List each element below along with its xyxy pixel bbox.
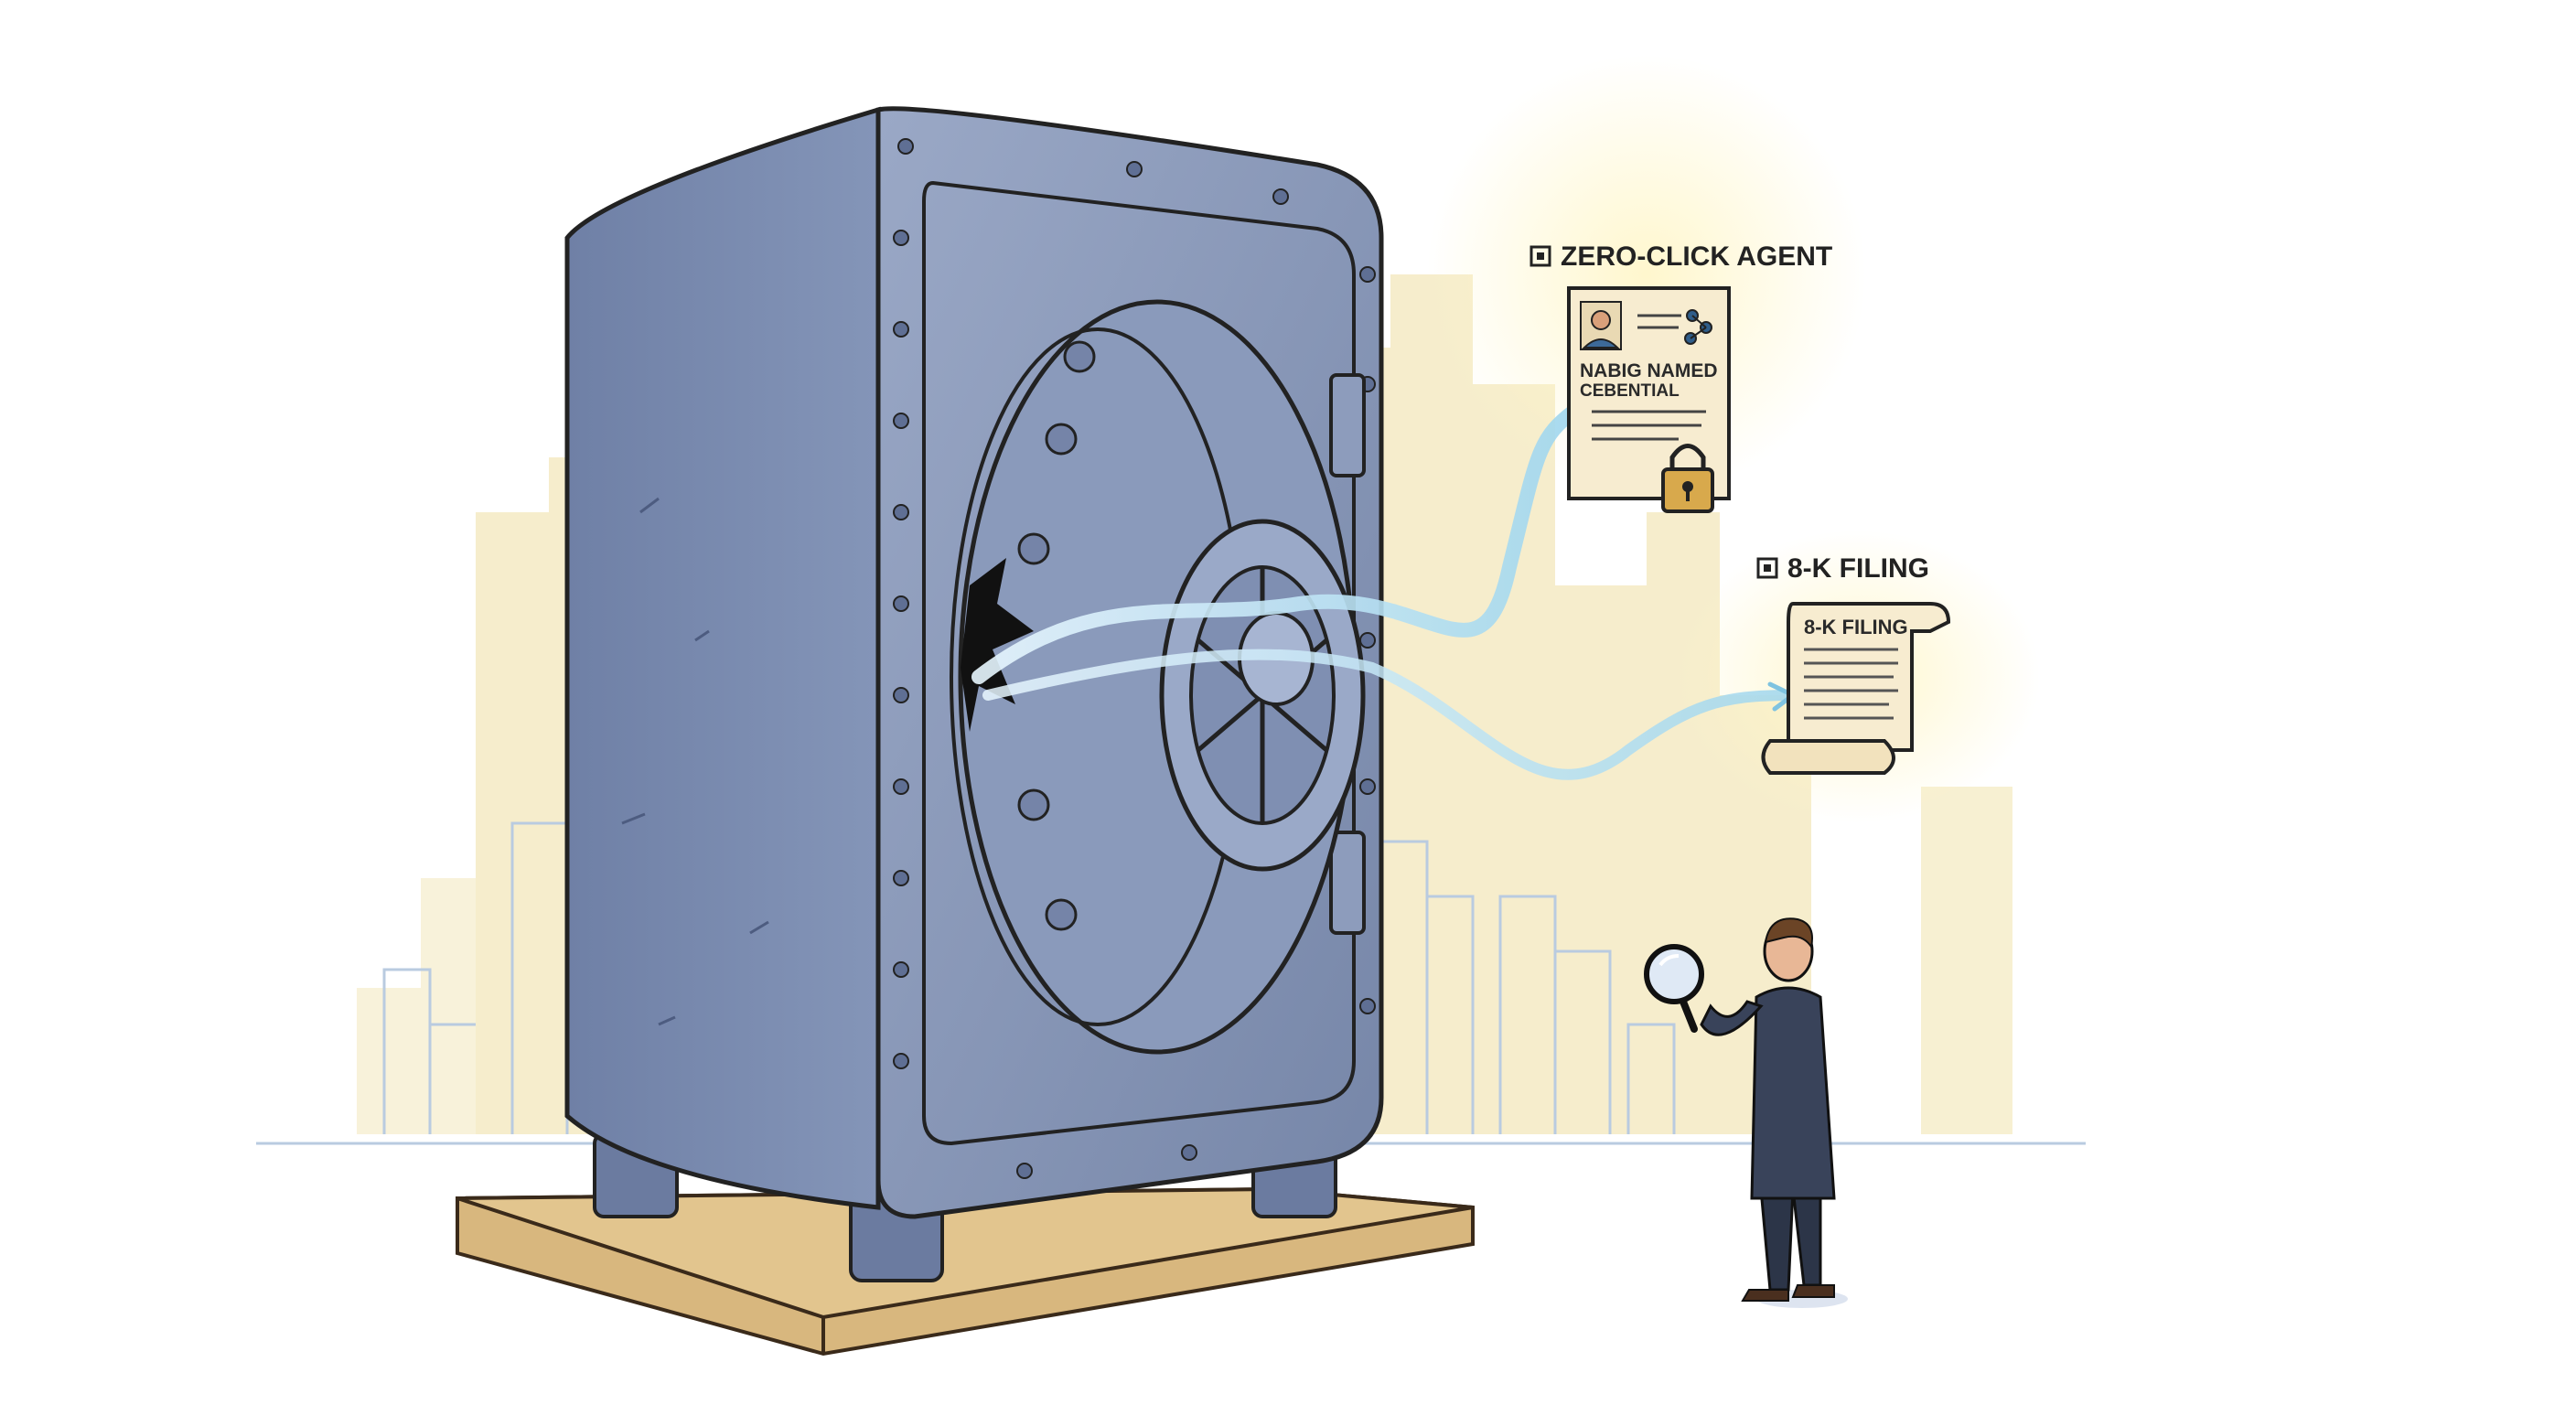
safe-rivets	[893, 138, 1376, 1179]
door-bolts	[1017, 340, 1096, 931]
filing-tag-label: 8-K FILING	[1787, 553, 1929, 584]
credential-glow	[1427, 55, 1866, 494]
top-hinge	[1329, 373, 1366, 477]
credential-line-2: CEBENTIAL	[1580, 381, 1680, 401]
data-stream	[971, 404, 1798, 780]
tag-box-icon	[1756, 557, 1778, 579]
padlock-icon	[1661, 444, 1714, 513]
tag-box-icon	[1530, 245, 1551, 267]
8k-filing-tag: 8-K FILING	[1756, 553, 1929, 584]
agent-tag-label: ZERO-CLICK AGENT	[1561, 241, 1832, 272]
person-avatar-icon	[1580, 301, 1622, 350]
steel-safe	[564, 106, 1384, 1219]
credential-line-1: NABIG NAMED	[1580, 360, 1718, 381]
filing-scroll-title: 8-K FILING	[1804, 616, 1908, 638]
magnifying-glass-icon	[1644, 944, 1704, 1033]
network-nodes-icon	[1684, 309, 1712, 345]
crack-hole	[961, 558, 1034, 732]
bottom-hinge	[1329, 831, 1366, 935]
8k-filing-scroll: 8-K FILING	[1761, 602, 1951, 775]
zero-click-agent-tag: ZERO-CLICK AGENT	[1530, 241, 1832, 272]
investigator-man	[1644, 917, 1848, 1308]
credential-document: NABIG NAMED CEBENTIAL	[1567, 286, 1731, 513]
combination-dial	[1159, 519, 1366, 872]
